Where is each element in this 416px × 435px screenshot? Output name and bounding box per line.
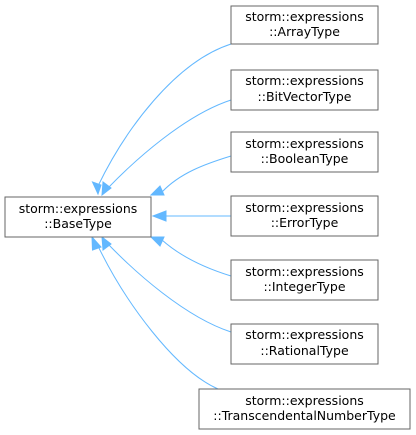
node-transcendentalnumbertype[interactable]: storm::expressions ::TranscendentalNumbe… <box>198 388 411 430</box>
node-arraytype-classname: ::ArrayType <box>269 24 340 39</box>
node-bitvectortype[interactable]: storm::expressions ::BitVectorType <box>230 69 379 111</box>
node-errortype-classname: ::ErrorType <box>271 215 339 230</box>
node-integertype[interactable]: storm::expressions ::IntegerType <box>230 259 379 301</box>
node-rationaltype-namespace: storm::expressions <box>245 327 364 342</box>
edge-transcendentalnumbertype-to-basetype <box>91 235 219 390</box>
node-transcendentalnumbertype-classname: ::TranscendentalNumberType <box>213 408 396 423</box>
node-arraytype-namespace: storm::expressions <box>245 9 364 24</box>
node-booleantype[interactable]: storm::expressions ::BooleanType <box>230 131 379 173</box>
node-rationaltype[interactable]: storm::expressions ::RationalType <box>230 323 379 365</box>
node-booleantype-namespace: storm::expressions <box>245 136 364 151</box>
node-basetype-classname: ::BaseType <box>44 216 112 231</box>
node-booleantype-classname: ::BooleanType <box>261 151 349 166</box>
edge-rationaltype-to-basetype <box>101 235 232 333</box>
inheritance-edges <box>91 43 232 390</box>
node-integertype-namespace: storm::expressions <box>245 264 364 279</box>
edge-bitvectortype-to-basetype <box>101 99 232 197</box>
node-rationaltype-classname: ::RationalType <box>260 343 349 358</box>
edge-integertype-to-basetype <box>149 236 232 277</box>
node-basetype[interactable]: storm::expressions ::BaseType <box>4 196 152 238</box>
node-arraytype[interactable]: storm::expressions ::ArrayType <box>230 5 379 45</box>
edge-booleantype-to-basetype <box>149 155 232 196</box>
node-integertype-classname: ::IntegerType <box>263 279 345 294</box>
node-basetype-namespace: storm::expressions <box>19 201 138 216</box>
node-errortype-namespace: storm::expressions <box>245 200 364 215</box>
node-bitvectortype-classname: ::BitVectorType <box>258 89 352 104</box>
edge-errortype-to-basetype <box>151 210 231 222</box>
node-bitvectortype-namespace: storm::expressions <box>245 73 364 88</box>
node-transcendentalnumbertype-namespace: storm::expressions <box>245 393 364 408</box>
edge-arraytype-to-basetype <box>91 43 232 196</box>
node-errortype[interactable]: storm::expressions ::ErrorType <box>230 195 379 237</box>
